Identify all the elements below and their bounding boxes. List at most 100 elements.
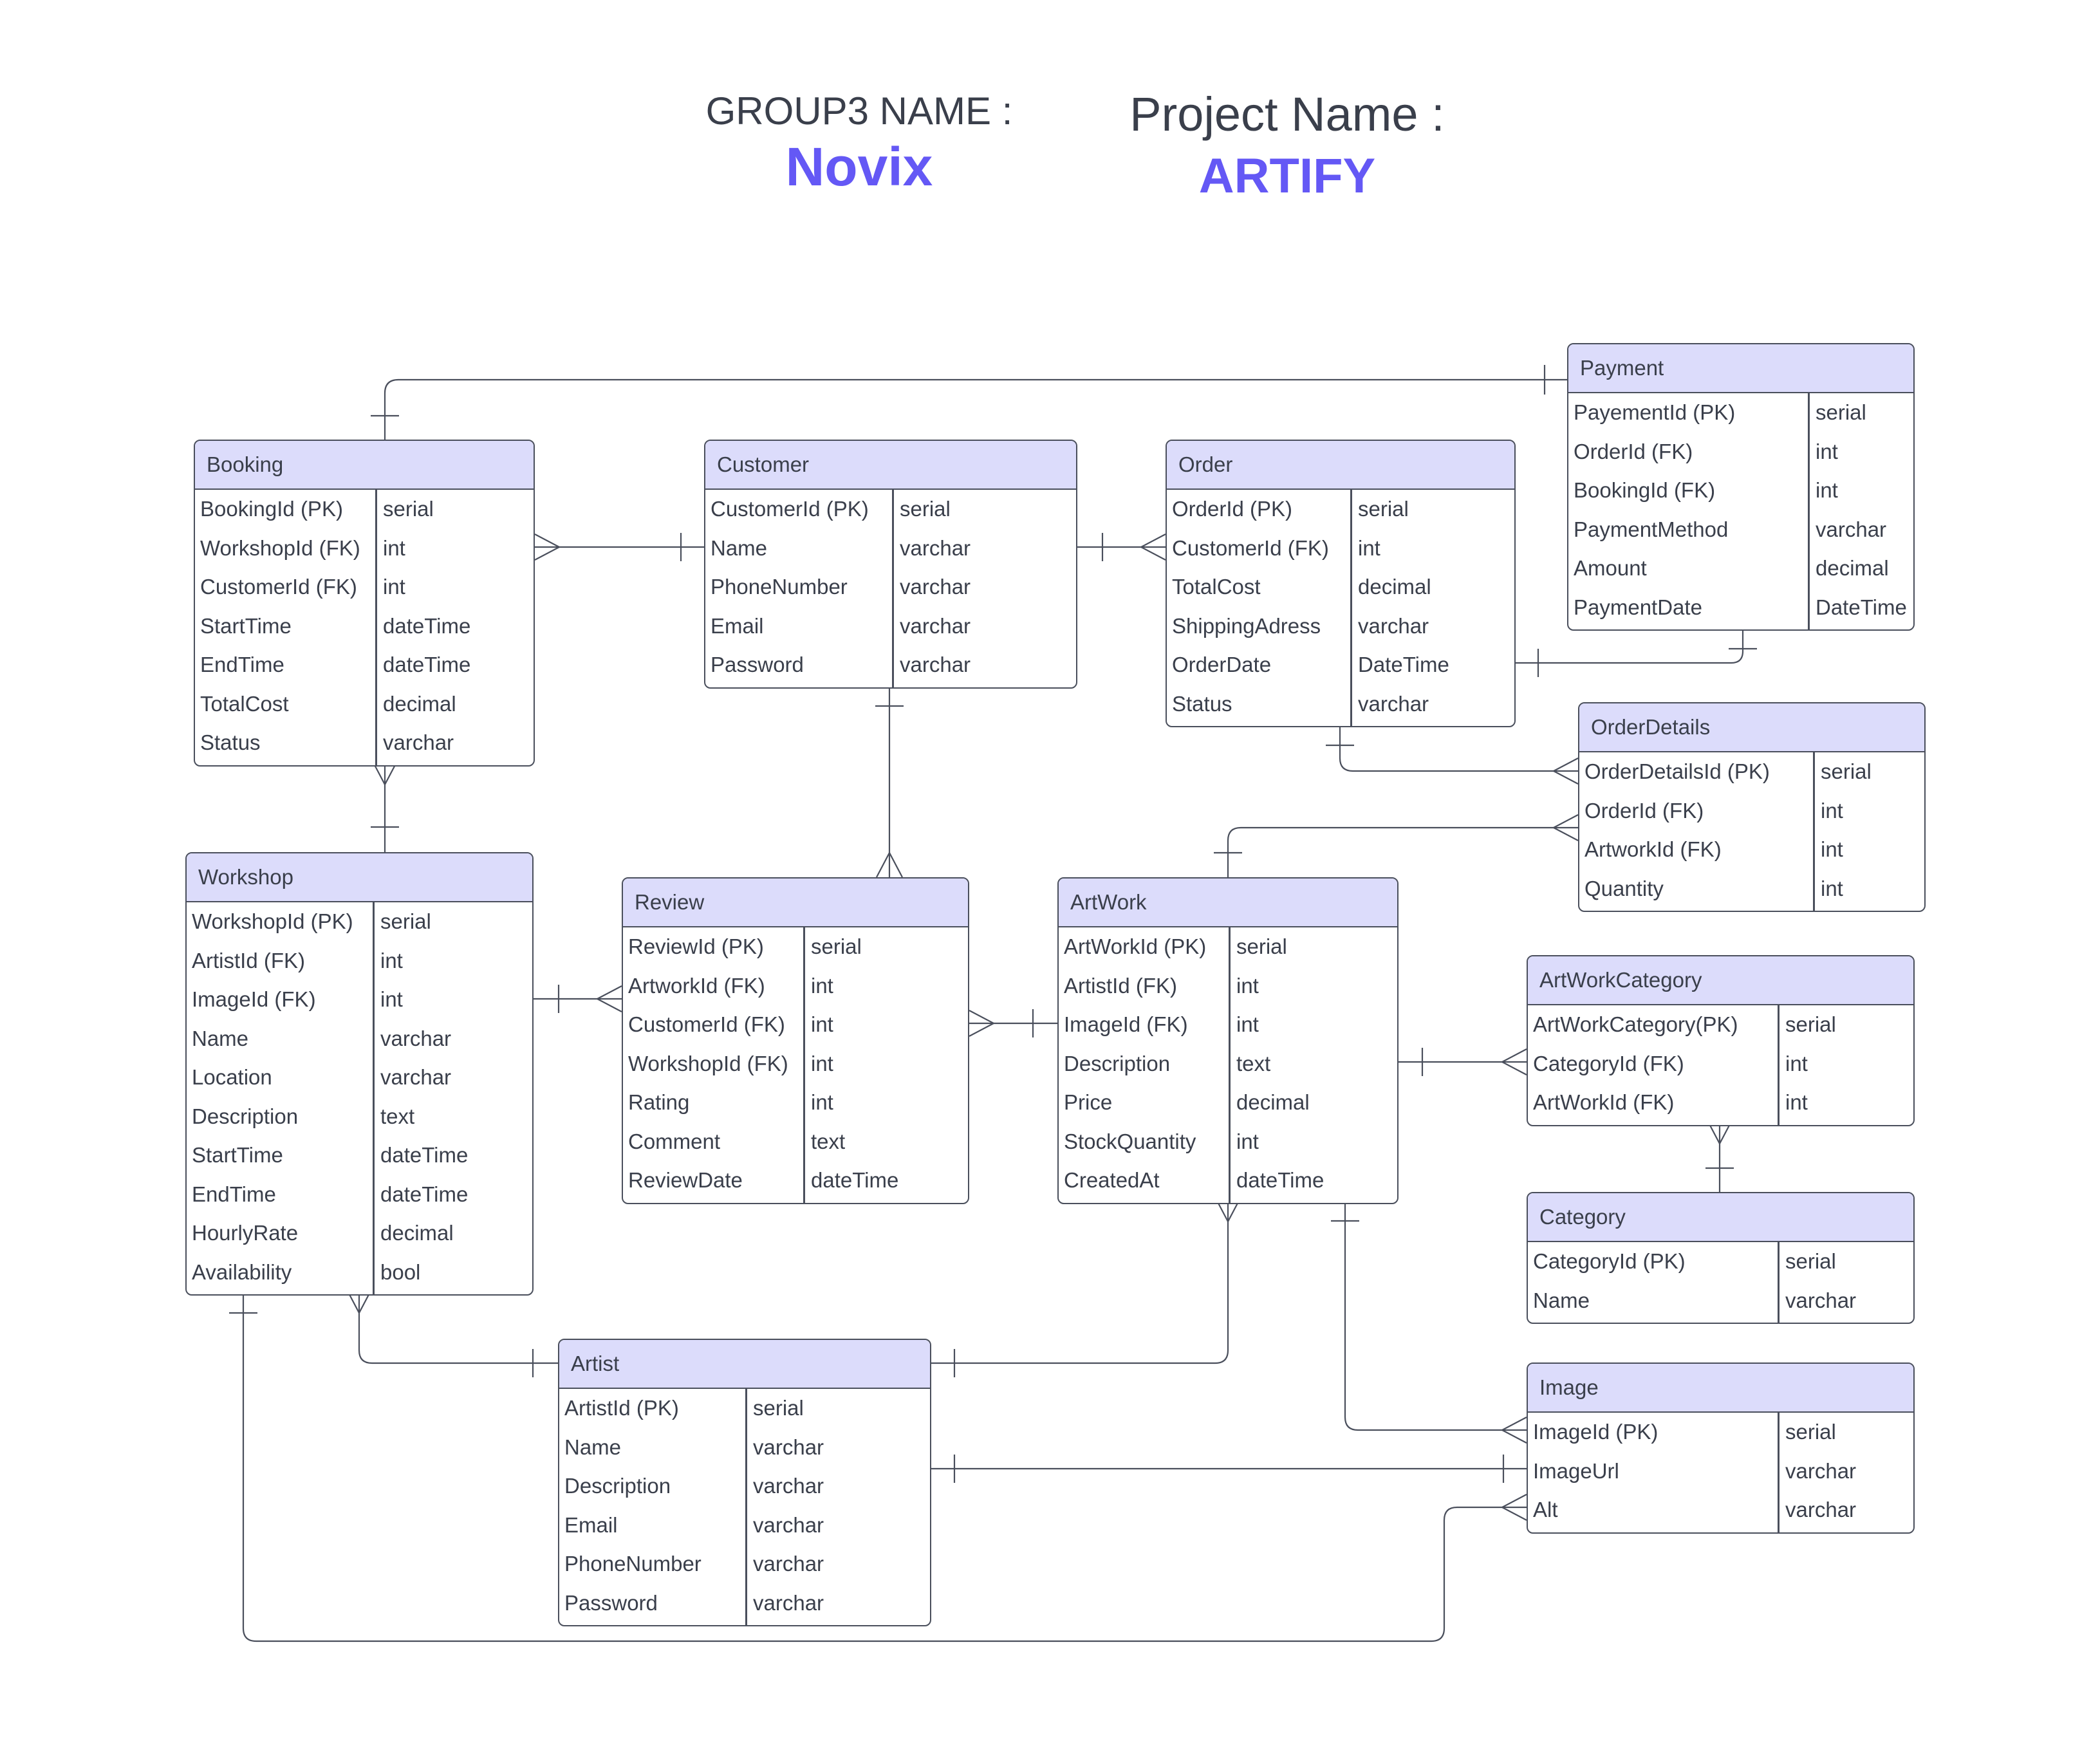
field-type: serial [900, 497, 951, 521]
field-name: ReviewId (PK) [628, 935, 764, 958]
field-name: StockQuantity [1064, 1129, 1196, 1153]
field-row: CustomerId (PK)serial [705, 490, 1076, 529]
group-name: Novix [785, 136, 933, 197]
entity-title: Image [1528, 1364, 1913, 1413]
field-name: BookingId (PK) [200, 497, 343, 521]
field-row: OrderId (FK)int [1568, 432, 1913, 472]
field-type: int [811, 1090, 833, 1114]
field-name: Name [564, 1435, 622, 1459]
field-type: varchar [1358, 613, 1429, 638]
entity-title: ArtWork [1059, 879, 1397, 927]
column-divider [803, 927, 805, 1203]
field-row: CustomerId (FK)int [195, 568, 534, 607]
field-type: serial [753, 1396, 804, 1420]
field-type: serial [1785, 1012, 1836, 1036]
cardinality-many-marker [1139, 534, 1166, 561]
relationship-line [358, 1288, 558, 1364]
field-name: ImageUrl [1533, 1458, 1619, 1483]
field-name: OrderId (PK) [1172, 497, 1293, 521]
field-row: ReviewId (PK)serial [623, 927, 968, 967]
entity-title: Review [623, 879, 968, 927]
field-type: int [380, 948, 403, 972]
field-type: varchar [753, 1435, 824, 1459]
group-header: GROUP3 NAME : Novix [698, 89, 1020, 198]
field-row: ArtistId (PK)serial [559, 1389, 930, 1428]
cardinality-many-marker [534, 534, 561, 561]
field-type: varchar [900, 653, 971, 676]
field-type: int [383, 575, 405, 599]
field-type: decimal [383, 691, 456, 716]
field-name: PaymentDate [1574, 595, 1702, 619]
field-type: text [811, 1129, 846, 1153]
relationship-line [1344, 1197, 1527, 1431]
column-divider [745, 1389, 747, 1625]
field-name: EndTime [200, 653, 284, 676]
field-row: BookingId (PK) serial [195, 490, 534, 529]
column-divider [373, 902, 375, 1294]
field-type: int [1816, 439, 1838, 463]
field-type: serial [380, 909, 431, 933]
field-name: StartTime [200, 613, 292, 638]
field-type: int [811, 1051, 833, 1075]
field-name: CategoryId (FK) [1533, 1051, 1684, 1075]
field-name: Status [1172, 691, 1232, 716]
field-type: text [380, 1104, 415, 1128]
field-row: ImageId (FK) int [1059, 1005, 1397, 1045]
field-name: TotalCost [200, 691, 289, 716]
field-name: OrderDate [1172, 653, 1272, 676]
cardinality-many-marker [1500, 1494, 1527, 1521]
field-type: dateTime [380, 1182, 469, 1206]
column-divider [375, 490, 377, 765]
field-type: varchar [753, 1590, 824, 1615]
field-type: dateTime [380, 1143, 469, 1167]
field-row: ImageId (FK)int [187, 980, 532, 1019]
field-type: int [1236, 1012, 1259, 1036]
field-row: OrderId (PK)serial [1167, 490, 1514, 529]
field-name: OrderDetailsId (PK) [1584, 759, 1770, 783]
field-row: BookingId (FK)int [1568, 471, 1913, 510]
relationship-line [931, 1197, 1229, 1364]
field-name: Description [192, 1104, 299, 1128]
field-name: Email [711, 613, 764, 638]
field-name: Name [711, 535, 768, 560]
field-row: OrderDetailsId (PK) serial [1579, 752, 1924, 792]
field-name: PhoneNumber [711, 575, 848, 599]
field-type: serial [1821, 759, 1872, 783]
field-name: ImageId (FK) [1064, 1012, 1188, 1036]
field-type: serial [1785, 1249, 1836, 1273]
field-type: varchar [1785, 1498, 1857, 1521]
field-name: CustomerId (FK) [1172, 535, 1329, 560]
cardinality-many-marker [1500, 1417, 1527, 1444]
field-row: OrderId (FK)int [1579, 792, 1924, 831]
field-type: serial [383, 497, 434, 521]
field-name: Email [564, 1512, 618, 1537]
field-type: varchar [383, 730, 454, 754]
field-name: CreatedAt [1064, 1168, 1160, 1192]
field-name: ImageId (PK) [1533, 1420, 1659, 1444]
field-row: Status varchar [1167, 685, 1514, 724]
field-name: PhoneNumber [564, 1552, 702, 1576]
field-type: varchar [1358, 691, 1429, 716]
field-type: varchar [900, 575, 971, 599]
field-name: PaymentMethod [1574, 517, 1729, 541]
field-type: dateTime [1236, 1168, 1324, 1192]
